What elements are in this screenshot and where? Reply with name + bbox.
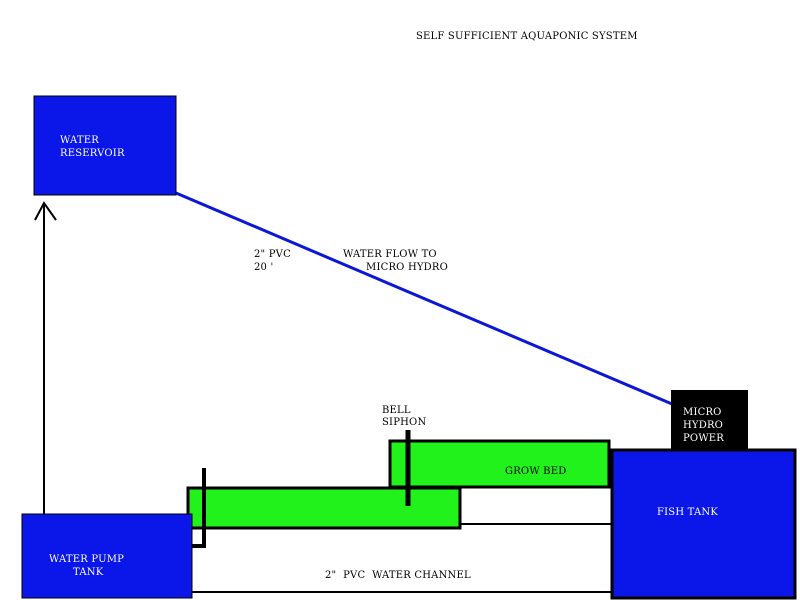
- grow-bed-upper: [388, 439, 611, 489]
- pvc-pipe-to-micro-hydro: [175, 191, 673, 406]
- micro-hydro-label-line3: POWER: [683, 433, 725, 444]
- fish-tank: [610, 448, 797, 600]
- page-title: SELF SUFFICIENT AQUAPONIC SYSTEM: [416, 31, 638, 42]
- micro-hydro-label-line2: HYDRO: [683, 420, 724, 431]
- bell-siphon-label-line2: SIPHON: [382, 417, 427, 428]
- micro-hydro-unit: [671, 390, 748, 450]
- pvc-length-label: 20 ': [254, 262, 274, 273]
- pvc-size-label: 2" PVC: [254, 249, 291, 260]
- water-pump-tank: [21, 513, 193, 599]
- micro-hydro-label-line1: MICRO: [683, 407, 722, 418]
- arrow-up-icon: [34, 201, 57, 221]
- water-pump-tank-label-line1: WATER PUMP: [49, 554, 125, 565]
- water-reservoir-label-line1: WATER: [60, 135, 99, 146]
- grow-bed-label: GROW BED: [505, 466, 567, 477]
- flow-label-line1: WATER FLOW TO: [343, 249, 437, 260]
- grow-bed-lower: [186, 486, 462, 530]
- bell-siphon-label-line1: BELL: [382, 405, 411, 416]
- water-pump-tank-label-line2: TANK: [73, 567, 104, 578]
- water-reservoir-label-line2: RESERVOIR: [60, 148, 125, 159]
- water-channel-label: 2" PVC WATER CHANNEL: [325, 570, 471, 581]
- flow-label-line2: MICRO HYDRO: [366, 262, 449, 273]
- fish-tank-label: FISH TANK: [657, 507, 719, 518]
- water-reservoir: [33, 95, 177, 196]
